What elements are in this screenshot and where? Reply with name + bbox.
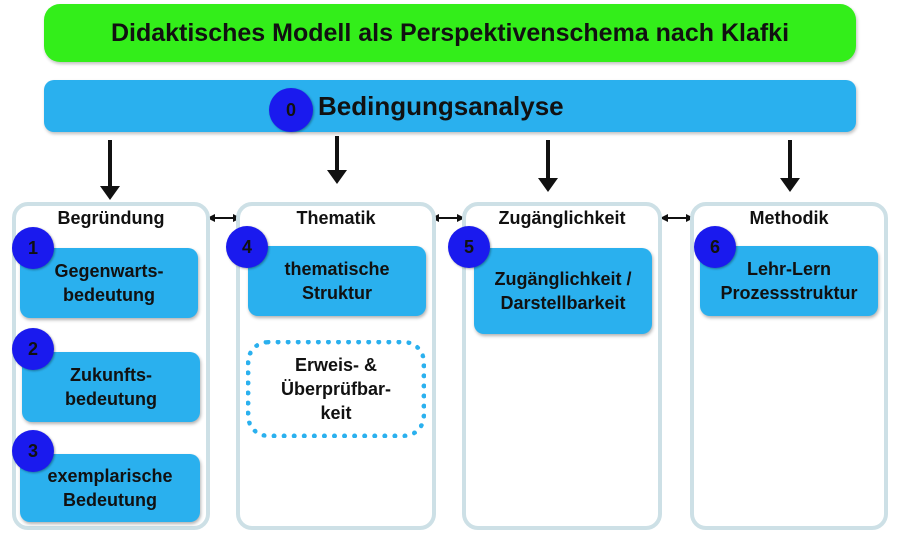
badge-0: 0: [269, 88, 313, 132]
badge-6: 6: [694, 226, 736, 268]
card-thematische-struktur: thematische Struktur: [248, 246, 426, 316]
card-zugaenglichkeit-darstellbarkeit: Zugänglichkeit / Darstellbarkeit: [474, 248, 652, 334]
badge-1: 1: [12, 227, 54, 269]
down-arrow-2-head: [327, 170, 347, 184]
down-arrow-3-head: [538, 178, 558, 192]
card-zukunftsbedeutung: Zukunfts- bedeutung: [22, 352, 200, 422]
condition-analysis-label: Bedingungsanalyse: [318, 91, 564, 121]
column-heading: Thematik: [296, 208, 376, 228]
badge-4: 4: [226, 226, 268, 268]
card-exemplarische-bedeutung: exemplarische Bedeutung: [20, 454, 200, 522]
double-arrow-2: [431, 214, 465, 222]
column-heading: Methodik: [749, 208, 829, 228]
column-heading: Zugänglichkeit: [498, 208, 626, 228]
badge-5: 5: [448, 226, 490, 268]
down-arrow-1-head: [100, 186, 120, 200]
condition-analysis-bar: [44, 80, 856, 132]
badge-2: 2: [12, 328, 54, 370]
card-lehr-lern-prozessstruktur: Lehr-Lern Prozessstruktur: [700, 246, 878, 316]
card-erweis-ueberpruefbarkeit: Erweis- & Überprüfbar- keit: [246, 340, 426, 438]
diagram-title: Didaktisches Modell als Perspektivensche…: [44, 4, 856, 62]
column-heading: Begründung: [57, 208, 165, 228]
badge-3: 3: [12, 430, 54, 472]
down-arrow-4-head: [780, 178, 800, 192]
double-arrow-3: [660, 214, 694, 222]
